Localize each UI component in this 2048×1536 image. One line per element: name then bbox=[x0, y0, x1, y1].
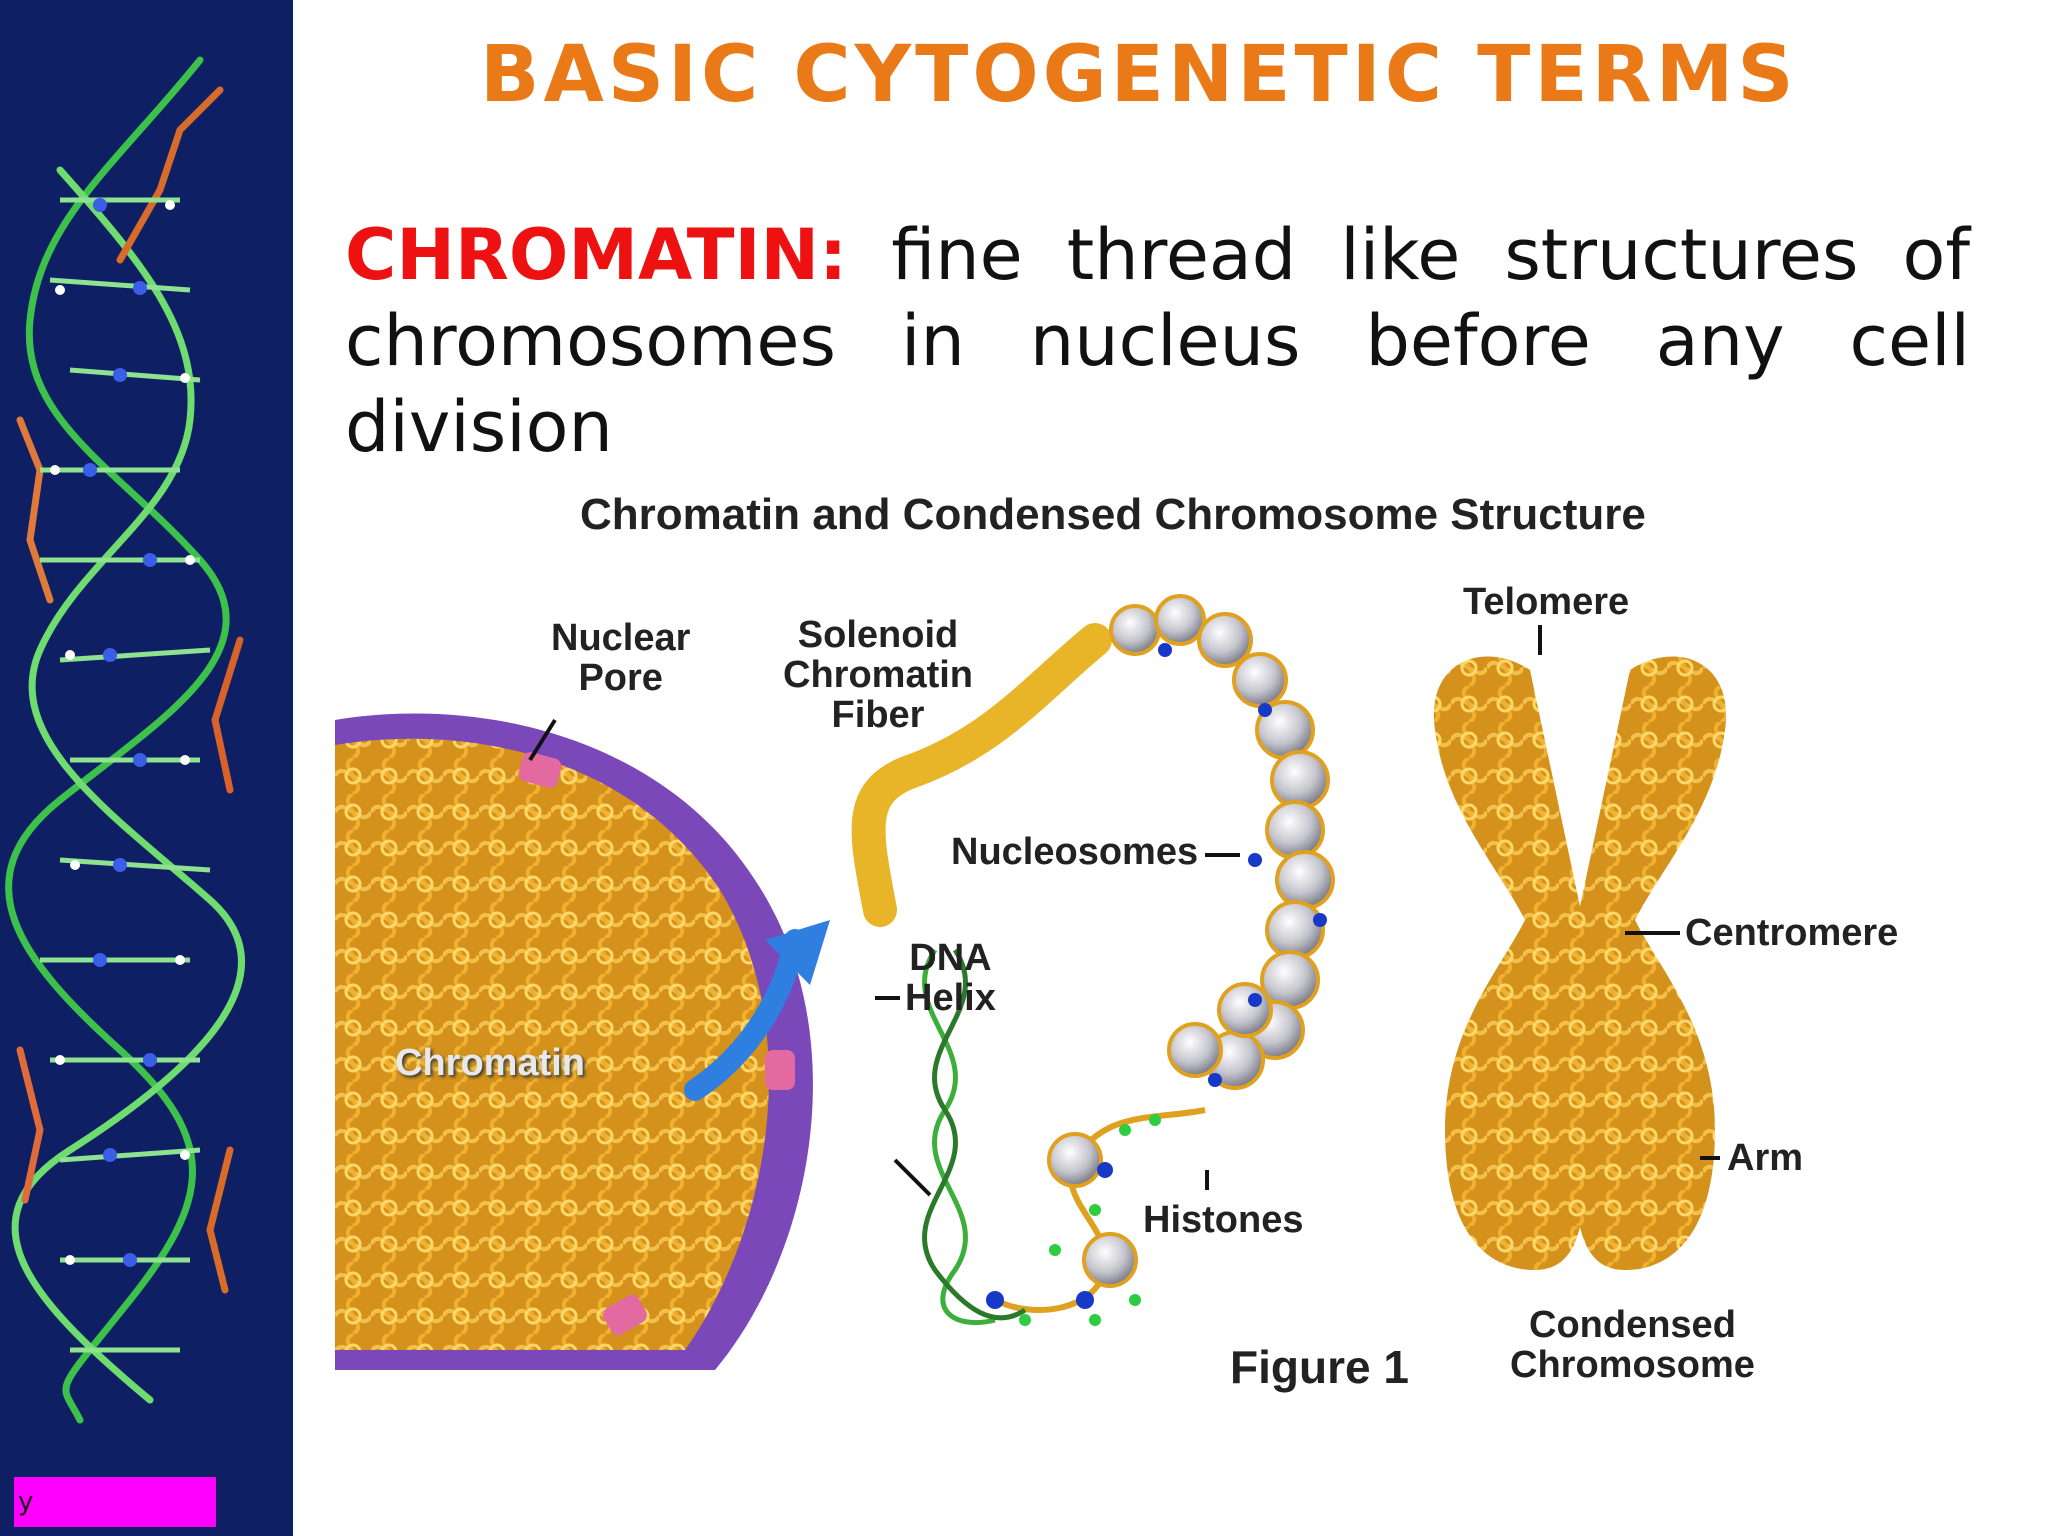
label-dna-helix-line2: Helix bbox=[905, 977, 996, 1019]
figure-title: Chromatin and Condensed Chromosome Struc… bbox=[580, 490, 1646, 539]
side-panel: y bbox=[0, 0, 293, 1536]
figure-caption: Figure 1 bbox=[1230, 1341, 1409, 1393]
chromatin-figure-illustration bbox=[335, 594, 1727, 1370]
condensed-chromosome-illustration bbox=[1433, 656, 1727, 1270]
footer-tag: y bbox=[14, 1477, 216, 1527]
dna-helix-illustration bbox=[922, 948, 1027, 1326]
label-nucleosomes: Nucleosomes bbox=[951, 831, 1199, 873]
label-chromatin: Chromatin bbox=[395, 1042, 585, 1084]
label-arm: Arm bbox=[1727, 1137, 1804, 1179]
definition-term: CHROMATIN: bbox=[345, 214, 848, 296]
label-solenoid-line1: Solenoid bbox=[797, 614, 959, 656]
label-dna-helix: DNA Helix bbox=[905, 938, 996, 1018]
label-condensed-line1: Condensed bbox=[1529, 1304, 1736, 1346]
label-nuclear-pore-line2: Pore bbox=[578, 657, 663, 699]
label-nuclear-pore: Nuclear Pore bbox=[551, 618, 690, 698]
dna-molecule-illustration bbox=[5, 56, 246, 1424]
label-pointers bbox=[528, 625, 1720, 1197]
nucleus-illustration bbox=[335, 713, 813, 1370]
slide-title: BASIC CYTOGENETIC TERMS bbox=[480, 30, 1798, 120]
definition-paragraph: CHROMATIN: fine thread like structures o… bbox=[345, 212, 1970, 470]
label-telomere: Telomere bbox=[1463, 581, 1630, 623]
label-condensed-line2: Chromosome bbox=[1510, 1344, 1755, 1386]
chromatin-figure: Chromatin and Condensed Chromosome Struc… bbox=[335, 470, 1995, 1410]
nucleosome-coil bbox=[986, 594, 1335, 1326]
label-dna-helix-line1: DNA bbox=[909, 937, 992, 979]
label-solenoid: Solenoid Chromatin Fiber bbox=[783, 615, 973, 735]
solenoid-fiber bbox=[851, 623, 1112, 927]
label-histones: Histones bbox=[1143, 1199, 1304, 1241]
label-centromere: Centromere bbox=[1685, 912, 1899, 954]
label-solenoid-line3: Fiber bbox=[831, 694, 925, 736]
definition-text: fine thread like structures of chromosom… bbox=[345, 214, 1970, 468]
label-solenoid-line2: Chromatin bbox=[783, 654, 973, 696]
label-condensed-chromosome: Condensed Chromosome bbox=[1510, 1305, 1755, 1385]
label-nuclear-pore-line1: Nuclear bbox=[551, 617, 691, 659]
